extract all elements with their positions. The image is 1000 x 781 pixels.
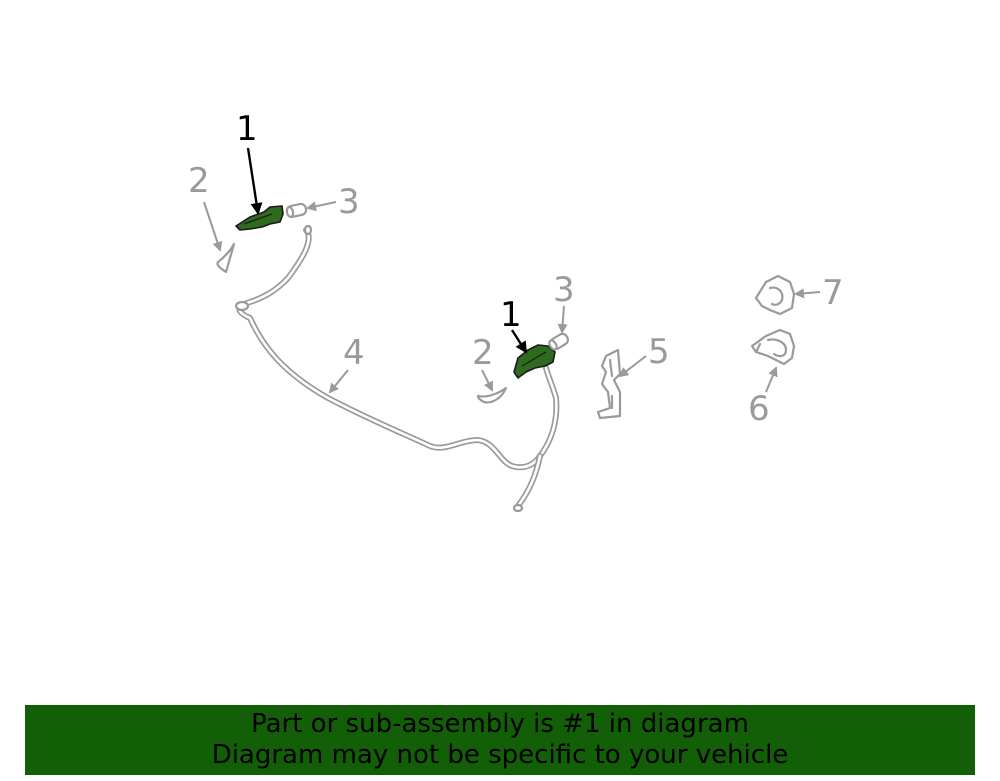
callout-2a: 2 [188,161,210,201]
banner-line-part-number: Part or sub-assembly is #1 in diagram [251,709,749,739]
hose-clip [750,328,796,366]
leader-1b [510,329,528,354]
leader-5 [618,355,647,378]
nozzle-cover-left [216,242,236,274]
callout-2b: 2 [472,333,494,373]
callout-4: 4 [343,333,365,373]
leader-2b [481,369,493,392]
callout-6: 6 [748,389,770,429]
fitment-notice-banner: Part or sub-assembly is #1 in diagram Di… [25,705,975,775]
washer-hose [234,224,560,513]
callout-7: 7 [822,273,844,313]
leader-3b [557,305,568,334]
leader-4 [328,369,349,394]
banner-line-disclaimer: Diagram may not be specific to your vehi… [211,740,789,770]
washer-nozzle-left [235,205,284,231]
hose-retainer [754,274,796,316]
parts-diagram: 1 2 3 1 2 3 4 5 6 7 [188,109,844,513]
hose-bracket [596,348,622,420]
callout-5: 5 [648,332,670,372]
callout-1a: 1 [236,109,258,149]
leader-7 [794,288,821,299]
callout-3a: 3 [338,182,360,222]
check-valve-left [285,202,308,219]
nozzle-cover-right [476,386,508,404]
callout-3b: 3 [553,270,575,310]
leader-6 [765,366,778,393]
check-valve-right [548,332,570,351]
leader-2a [203,201,223,252]
callout-1b: 1 [500,295,522,335]
leader-1a [246,147,263,215]
leader-3a [306,201,337,212]
